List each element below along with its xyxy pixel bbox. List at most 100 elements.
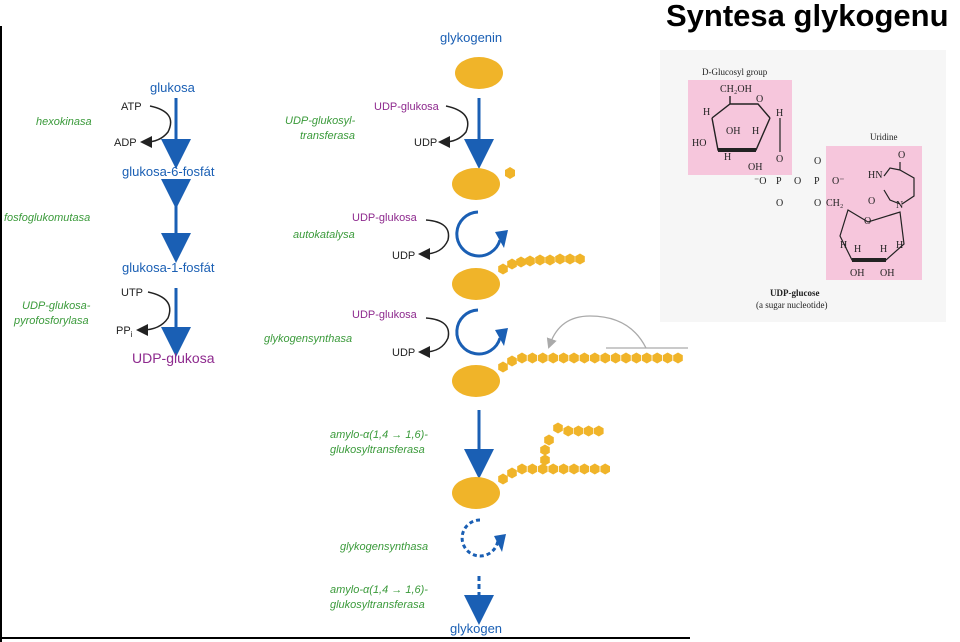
phosphoglucomutase-label: fosfoglukomutasa [4, 212, 90, 224]
glucose-unit [569, 352, 579, 364]
glucose-ring-oxygen: O [756, 94, 763, 105]
synthase-circle [455, 308, 502, 356]
glucose-unit [563, 425, 573, 437]
glucose-unit [590, 352, 600, 364]
synthase-label-2: glykogensynthasa [340, 541, 428, 553]
uracil-ring [883, 162, 915, 205]
uracil-top-oxygen: O [898, 150, 905, 161]
udpg-product-label: UDP-glukosa [132, 350, 215, 366]
branching-label-1a: amylo-α(1,4 → 1,6)- [330, 429, 428, 441]
ribose-h-1: H [840, 240, 847, 251]
glucose-unit [579, 463, 590, 475]
autocatalysis-arrowhead [495, 230, 508, 248]
glucose-h-4: H [724, 152, 731, 163]
udp-step3-label: UDP [392, 347, 415, 359]
glucose-oh-2: OH [748, 162, 762, 173]
phosphate-p-1: P [776, 176, 782, 187]
phosphate-ester-oxygen: O [814, 198, 821, 209]
glucose-unit [498, 473, 508, 485]
glucose-unit [548, 463, 558, 475]
glucose-unit [553, 422, 563, 434]
glucose-unit [527, 352, 538, 364]
g1p-label: glukosa-1-fosfát [122, 260, 215, 275]
glucose-unit [527, 463, 538, 475]
glycogen-label: glykogen [450, 621, 502, 636]
ribose-h-4: H [880, 244, 887, 255]
glycogenin-glucose-1 [452, 168, 500, 200]
glucose-h-3: H [752, 126, 759, 137]
glucose-unit [498, 263, 508, 275]
branching-label-2b: glukosyltransferasa [330, 599, 425, 611]
udpg-udp-step3-arrow [418, 317, 450, 358]
glucose-unit [569, 463, 579, 475]
glucose-chain-short [498, 253, 585, 275]
glycogenin-protein [455, 57, 503, 89]
glucose-unit [555, 253, 565, 265]
autocatalysis-label: autokatalysa [293, 229, 355, 241]
udpgp-label-line2: pyrofosforylasa [13, 315, 89, 327]
glucose-unit [507, 467, 517, 479]
phosphate-p-2: P [814, 176, 820, 187]
udpg-step2-label: UDP-glukosa [352, 212, 418, 224]
glucose-unit [662, 352, 673, 364]
glucosyl-group-label: D-Glucosyl group [702, 67, 768, 77]
transferase-label-line2: transferasa [300, 130, 355, 142]
ch2oh-label: CH₂OH [720, 84, 752, 95]
adp-label: ADP [114, 137, 137, 149]
phosphate-bottom-oxygen: O [776, 198, 783, 209]
ribose-oh-1: OH [850, 268, 864, 279]
glucose-unit [600, 352, 610, 364]
glucose-unit [535, 254, 545, 266]
glucose-unit [525, 255, 535, 267]
glucose-unit [642, 352, 652, 364]
dashed-arrowhead [494, 534, 506, 552]
glucose-chain-long [498, 352, 683, 373]
glucose-unit [652, 352, 662, 364]
glucose-unit [594, 425, 604, 437]
glucose-unit [517, 463, 527, 475]
glucose-unit [565, 253, 575, 265]
uracil-side-oxygen: O [868, 196, 875, 207]
synthase-label-1: glykogensynthasa [264, 333, 352, 345]
glucose-unit [544, 434, 554, 446]
glucose-h-2: H [776, 108, 783, 119]
glucose-unit [507, 355, 517, 367]
ribose-h-3: H [854, 244, 861, 255]
glucose-unit [558, 463, 569, 475]
synthase-arrowhead [495, 328, 508, 346]
branching-label-1b: glukosyltransferasa [330, 444, 425, 456]
autocatalysis-circle [455, 210, 502, 258]
glucose-unit [573, 425, 584, 437]
glucose-unit [600, 463, 610, 475]
udp-step2-label: UDP [392, 250, 415, 262]
udpg-udp-step2-arrow [418, 219, 450, 260]
glycosidic-oxygen: O [776, 154, 783, 165]
synthase-dashed-circle [460, 518, 500, 558]
glucose-unit [538, 463, 548, 475]
glucose-unit [545, 254, 555, 266]
udpgp-label-line1: UDP-glukosa- [22, 300, 91, 312]
glucose-unit [621, 352, 631, 364]
utp-ppi-curved-arrow [136, 291, 171, 336]
ch2-label: CH₂ [826, 198, 843, 209]
glucose-unit [538, 352, 548, 364]
glucose-unit [673, 352, 683, 364]
branching-label-2a: amylo-α(1,4 → 1,6)- [330, 584, 428, 596]
glucose-label: glukosa [150, 80, 196, 95]
glucose-unit [517, 352, 527, 364]
uracil-hn: HN [868, 170, 882, 181]
glucose-unit [540, 454, 550, 466]
glucose-oh-1: OH [726, 126, 740, 137]
ribose-ring [839, 209, 905, 261]
hexokinase-label: hexokinasa [36, 116, 92, 128]
bridge-oxygen: O [794, 176, 801, 187]
glucose-unit [540, 444, 550, 456]
glycogenin-long-chain [452, 365, 500, 397]
udpg-step3-label: UDP-glukosa [352, 309, 418, 321]
glucose-unit [575, 253, 585, 265]
chain-transfer-arrow [546, 315, 647, 349]
udp-glucose-structure: D-Glucosyl group Uridine CH₂OH O H H OH … [660, 50, 946, 322]
glucose-unit [505, 167, 515, 179]
phosphate-o-minus: O⁻ [832, 176, 845, 187]
